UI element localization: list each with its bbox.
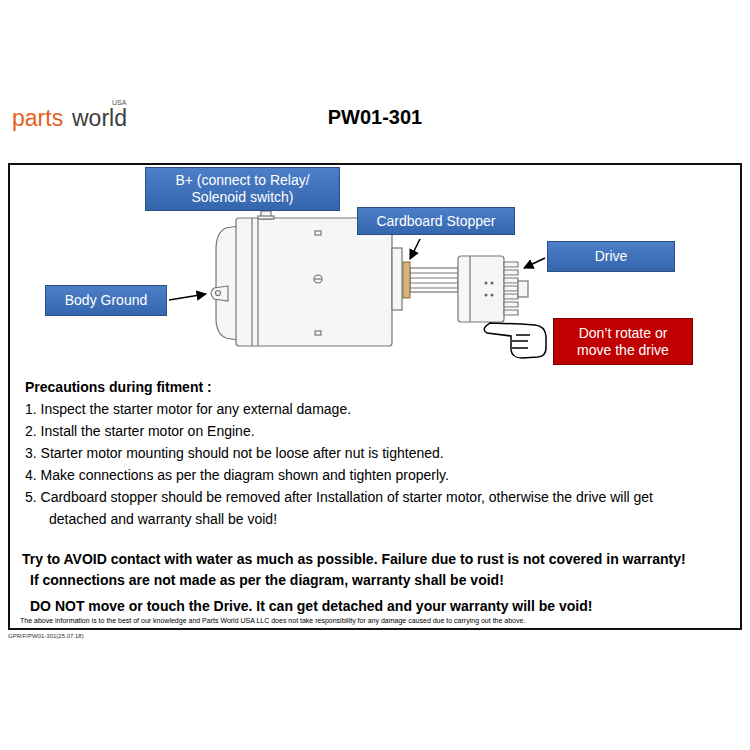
- instruction-step: 2. Install the starter motor on Engine.: [25, 420, 725, 442]
- instruction-panel: Precautions during fitment :1. Inspect t…: [8, 163, 742, 630]
- warning-note: Try to AVOID contact with water as much …: [22, 548, 736, 570]
- body-seam: [251, 218, 252, 346]
- mounting-ear: [211, 286, 228, 301]
- pinion-mark: [491, 294, 494, 297]
- pinion-mark: [485, 294, 488, 297]
- body-tab: [315, 231, 321, 235]
- logo-text: parts: [12, 105, 63, 132]
- nose-housing: [392, 248, 402, 310]
- part-number-title: PW01-301: [290, 106, 460, 129]
- callout-text: Don’t rotate or move the drive: [562, 325, 684, 359]
- screw-slot: [314, 278, 322, 279]
- end-cap: [216, 226, 238, 340]
- ear-hole: [216, 291, 221, 296]
- hand-fingers: [512, 335, 530, 348]
- disclaimer: The above information is to the best of …: [20, 616, 734, 625]
- leader-arrow: [524, 258, 545, 268]
- instruction-step: 4. Make connections as per the diagram s…: [25, 464, 725, 486]
- callout-text: Body Ground: [65, 292, 148, 309]
- warning-note: If connections are not made as per the d…: [30, 569, 736, 591]
- leader-arrow: [410, 239, 420, 259]
- logo-superscript: USA: [112, 99, 126, 106]
- callout-text: B+ (connect to Relay/ Solenoid switch): [154, 172, 331, 206]
- body-screw: [314, 275, 322, 283]
- instruction-step: 5. Cardboard stopper should be removed a…: [25, 486, 675, 530]
- logo-text: world: [72, 105, 127, 132]
- terminal-nut: [258, 216, 274, 219]
- callout-box: Drive: [547, 241, 675, 272]
- shaft-tip: [518, 281, 528, 297]
- section-heading: Precautions during fitment :: [25, 376, 725, 398]
- pinion-mark: [485, 282, 488, 285]
- pinion-collar: [469, 256, 470, 322]
- callout-text: Cardboard Stopper: [376, 213, 495, 230]
- callout-box: B+ (connect to Relay/ Solenoid switch): [145, 167, 340, 211]
- warning-callout: Don’t rotate or move the drive: [553, 318, 693, 365]
- leader-arrow: [169, 294, 206, 300]
- warning-note: DO NOT move or touch the Drive. It can g…: [30, 595, 736, 617]
- instruction-step: 3. Starter motor mounting should not be …: [25, 442, 725, 464]
- drive-pinion: [458, 256, 504, 322]
- shaft-splines: [410, 273, 458, 288]
- spline-shaft: [410, 268, 458, 292]
- pointing-hand: [484, 323, 546, 358]
- body-tab: [315, 331, 321, 335]
- callout-box: Cardboard Stopper: [357, 207, 515, 235]
- callout-box: Body Ground: [45, 285, 167, 316]
- pinion-mark: [491, 282, 494, 285]
- body-seam: [257, 218, 258, 346]
- document-code: GPR/F/PW01-301(25.07.18): [8, 633, 84, 639]
- callout-text: Drive: [595, 248, 628, 265]
- gear-teeth: [504, 262, 518, 315]
- motor-body: [236, 218, 392, 346]
- cardboard-stopper: [403, 262, 410, 298]
- instruction-step: 1. Inspect the starter motor for any ext…: [25, 398, 725, 420]
